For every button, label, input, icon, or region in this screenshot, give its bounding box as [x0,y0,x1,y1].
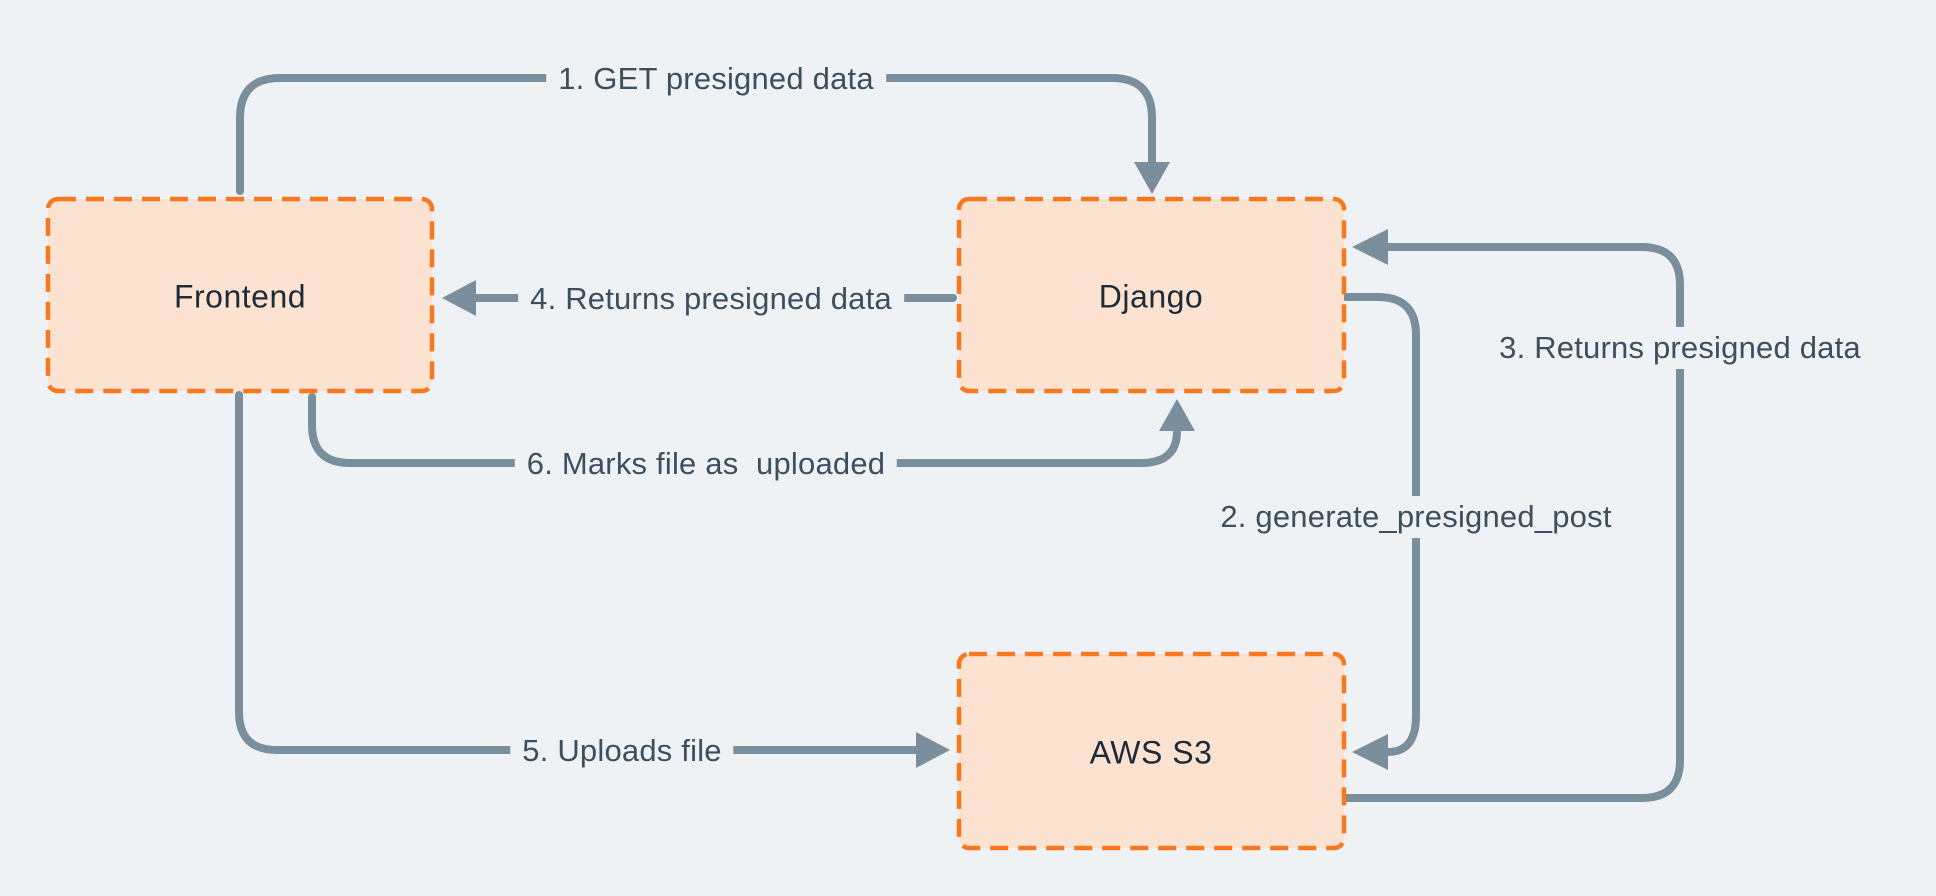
edge-2-connector [1342,293,1420,756]
edge-3-arrowhead-left-icon [1352,229,1388,265]
node-frontend-label: Frontend [173,278,307,315]
node-django-label: Django [1098,278,1204,315]
edge-6-arrowhead-up-icon [1159,399,1195,431]
edge-2-label: 2. generate_presigned_post [1208,496,1624,538]
edge-5-arrowhead-right-icon [916,732,950,768]
edge-5-label: 5. Uploads file [510,730,734,772]
edge-6-label: 6. Marks file as uploaded [514,443,898,485]
node-django-box [956,196,1347,394]
edge-3-label: 3. Returns presigned data [1487,327,1873,369]
node-aws-s3-box [956,651,1347,851]
edge-5-connector [235,391,920,754]
edge-1-arrowhead-down-icon [1134,162,1170,194]
node-aws-s3-label: AWS S3 [1089,734,1213,771]
edge-3-connector [1342,243,1684,802]
edge-4-arrowhead-left-icon [442,280,476,316]
edge-2-arrowhead-left-icon [1352,734,1388,770]
edge-6-connector [308,393,1181,467]
edge-1-label: 1. GET presigned data [546,58,886,100]
node-frontend-box [45,196,435,394]
edge-4-label: 4. Returns presigned data [518,278,904,320]
